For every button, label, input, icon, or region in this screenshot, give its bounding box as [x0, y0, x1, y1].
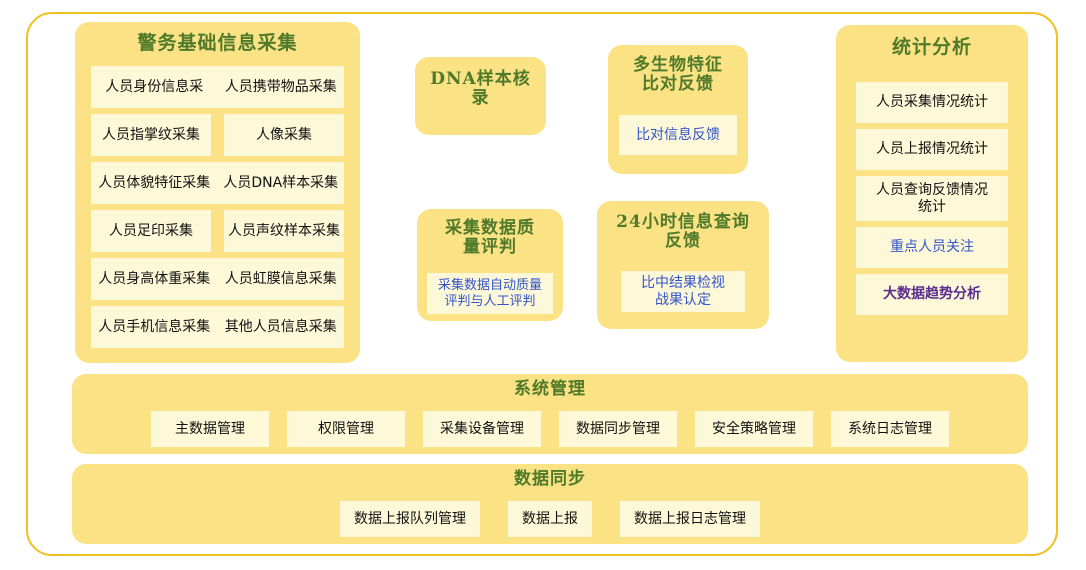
collection-row-1[interactable]: 人员身份信息采 人员携带物品采集	[91, 66, 344, 108]
item-permission-management[interactable]: 权限管理	[287, 411, 405, 447]
panel-multi-biometric-comparison-feedback[interactable]: 多生物特征 比对反馈 比对信息反馈	[608, 45, 748, 174]
item-data-report[interactable]: 数据上报	[508, 501, 592, 537]
panel-24h-info-query-feedback[interactable]: 24小时信息查询 反馈 比中结果检视 战果认定	[597, 201, 769, 329]
item-person-iris[interactable]: 人员虹膜信息采集	[224, 270, 337, 287]
panel-collected-data-quality-evaluation[interactable]: 采集数据质 量评判 采集数据自动质量 评判与人工评判	[417, 209, 563, 321]
system-management-item-list: 主数据管理 权限管理 采集设备管理 数据同步管理 安全策略管理 系统日志管理	[72, 411, 1028, 447]
item-person-report-stats[interactable]: 人员上报情况统计	[856, 129, 1008, 170]
panel-data-synchronization[interactable]: 数据同步 数据上报队列管理 数据上报 数据上报日志管理	[72, 464, 1028, 544]
item-person-other-info[interactable]: 其他人员信息采集	[224, 318, 337, 335]
collection-row-3[interactable]: 人员体貌特征采集 人员DNA样本采集	[91, 162, 344, 204]
item-bigdata-trend-analysis[interactable]: 大数据趋势分析	[856, 274, 1008, 315]
item-person-mobile-info[interactable]: 人员手机信息采集	[98, 318, 211, 335]
item-key-person-attention[interactable]: 重点人员关注	[856, 227, 1008, 268]
item-security-policy-management[interactable]: 安全策略管理	[695, 411, 813, 447]
panel-title-datasync: 数据同步	[514, 469, 586, 489]
item-person-query-feedback-stats[interactable]: 人员查询反馈情况 统计	[856, 176, 1008, 221]
panel-police-basic-info-collection[interactable]: 警务基础信息采集 人员身份信息采 人员携带物品采集 人员指掌纹采集 人像采集 人…	[75, 22, 360, 363]
item-person-dna-sample[interactable]: 人员DNA样本采集	[223, 174, 339, 191]
item-system-log-management[interactable]: 系统日志管理	[831, 411, 949, 447]
item-person-carried-goods[interactable]: 人员携带物品采集	[224, 78, 337, 95]
item-person-footprint[interactable]: 人员足印采集	[91, 210, 211, 252]
collection-row-2: 人员指掌纹采集 人像采集	[91, 114, 344, 156]
item-data-report-log-management[interactable]: 数据上报日志管理	[620, 501, 760, 537]
item-person-height-weight[interactable]: 人员身高体重采集	[98, 270, 211, 287]
panel-statistical-analysis[interactable]: 统计分析 人员采集情况统计 人员上报情况统计 人员查询反馈情况 统计 重点人员关…	[836, 25, 1028, 362]
panel-title-quality: 采集数据质 量评判	[445, 218, 535, 258]
outer-frame	[26, 12, 1058, 556]
panel-title-sysmgmt: 系统管理	[514, 379, 586, 399]
item-person-collection-stats[interactable]: 人员采集情况统计	[856, 82, 1008, 123]
item-hit-result-review-and-confirmation[interactable]: 比中结果检视 战果认定	[621, 271, 745, 312]
panel-dna-sample-registration[interactable]: DNA样本核 录	[415, 57, 546, 135]
item-data-report-queue-management[interactable]: 数据上报队列管理	[340, 501, 480, 537]
stats-item-list: 人员采集情况统计 人员上报情况统计 人员查询反馈情况 统计 重点人员关注 大数据…	[856, 82, 1008, 321]
item-person-appearance[interactable]: 人员体貌特征采集	[98, 174, 211, 191]
panel-system-management[interactable]: 系统管理 主数据管理 权限管理 采集设备管理 数据同步管理 安全策略管理 系统日…	[72, 374, 1028, 454]
item-data-sync-management[interactable]: 数据同步管理	[559, 411, 677, 447]
collection-row-4: 人员足印采集 人员声纹样本采集	[91, 210, 344, 252]
data-sync-item-list: 数据上报队列管理 数据上报 数据上报日志管理	[72, 501, 1028, 537]
collection-item-list: 人员身份信息采 人员携带物品采集 人员指掌纹采集 人像采集 人员体貌特征采集 人…	[91, 66, 344, 354]
item-master-data-management[interactable]: 主数据管理	[151, 411, 269, 447]
item-person-face[interactable]: 人像采集	[224, 114, 344, 156]
collection-row-6[interactable]: 人员手机信息采集 其他人员信息采集	[91, 306, 344, 348]
item-auto-and-manual-quality-evaluation[interactable]: 采集数据自动质量 评判与人工评判	[427, 273, 553, 314]
item-person-identity-info[interactable]: 人员身份信息采	[105, 78, 204, 95]
panel-title-dna: DNA样本核 录	[430, 69, 531, 109]
item-person-voiceprint[interactable]: 人员声纹样本采集	[224, 210, 344, 252]
panel-title-stats: 统计分析	[891, 36, 972, 58]
item-collection-device-management[interactable]: 采集设备管理	[423, 411, 541, 447]
item-person-fingerprint[interactable]: 人员指掌纹采集	[91, 114, 211, 156]
panel-title-query: 24小时信息查询 反馈	[616, 212, 750, 252]
panel-title-collection: 警务基础信息采集	[137, 32, 298, 54]
panel-title-bio: 多生物特征 比对反馈	[633, 55, 723, 95]
collection-row-5[interactable]: 人员身高体重采集 人员虹膜信息采集	[91, 258, 344, 300]
item-comparison-info-feedback[interactable]: 比对信息反馈	[619, 115, 737, 155]
